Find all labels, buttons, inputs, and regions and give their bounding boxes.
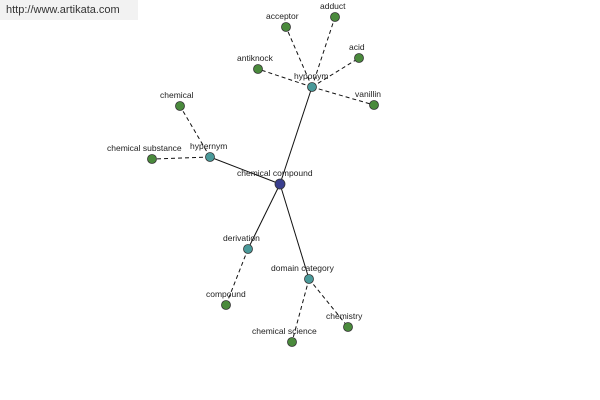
node-adduct[interactable] — [330, 12, 340, 22]
nodes-layer — [147, 12, 379, 347]
node-label-chemical-substance[interactable]: chemical substance — [107, 143, 182, 153]
node-compound[interactable] — [221, 300, 231, 310]
node-vanillin[interactable] — [369, 100, 379, 110]
node-acid[interactable] — [354, 53, 364, 63]
edge-hypernym-chemical — [179, 105, 211, 158]
node-label-domain-category[interactable]: domain category — [271, 263, 335, 273]
node-chemical-compound[interactable] — [274, 178, 286, 190]
node-label-chemical[interactable]: chemical — [160, 90, 194, 100]
edge-hyponym-adduct — [311, 16, 336, 88]
edge-hypernym-chemical-substance — [151, 156, 211, 160]
node-derivation[interactable] — [243, 244, 253, 254]
edge-chemical-compound-hypernym — [209, 156, 281, 185]
node-chemical-substance[interactable] — [147, 154, 157, 164]
node-label-vanillin[interactable]: vanillin — [355, 89, 381, 99]
edge-chemical-compound-domain-category — [279, 183, 310, 280]
edge-hyponym-acceptor — [285, 26, 313, 88]
edge-derivation-compound — [225, 248, 249, 306]
edge-hyponym-vanillin — [311, 86, 375, 106]
node-label-derivation[interactable]: derivation — [223, 233, 260, 243]
node-label-chemical-science[interactable]: chemical science — [252, 326, 317, 336]
node-chemical-science[interactable] — [287, 337, 297, 347]
edge-domain-category-chemical-science — [291, 278, 310, 343]
node-label-hyponym[interactable]: hyponym — [294, 71, 329, 81]
node-domain-category[interactable] — [304, 274, 314, 284]
edge-chemical-compound-derivation — [247, 183, 281, 250]
edges-layer — [151, 16, 375, 343]
node-label-adduct[interactable]: adduct — [320, 1, 346, 11]
edge-hyponym-acid — [311, 57, 360, 88]
node-label-acceptor[interactable]: acceptor — [266, 11, 299, 21]
node-hypernym[interactable] — [205, 152, 215, 162]
edge-hyponym-antiknock — [257, 68, 313, 88]
node-label-compound[interactable]: compound — [206, 289, 246, 299]
node-label-antiknock[interactable]: antiknock — [237, 53, 274, 63]
watermark-url: http://www.artikata.com — [0, 0, 138, 20]
node-chemical[interactable] — [175, 101, 185, 111]
node-label-hypernym[interactable]: hypernym — [190, 141, 227, 151]
node-label-chemistry[interactable]: chemistry — [326, 311, 363, 321]
node-chemistry[interactable] — [343, 322, 353, 332]
edge-chemical-compound-hyponym — [279, 86, 313, 185]
node-label-acid[interactable]: acid — [349, 42, 365, 52]
edge-domain-category-chemistry — [308, 278, 349, 328]
node-hyponym[interactable] — [307, 82, 317, 92]
node-antiknock[interactable] — [253, 64, 263, 74]
labels-layer: chemical compound hyponym hypernym derivati… — [107, 1, 381, 336]
node-label-chemical-compound[interactable]: chemical compound — [237, 168, 313, 178]
node-acceptor[interactable] — [281, 22, 291, 32]
